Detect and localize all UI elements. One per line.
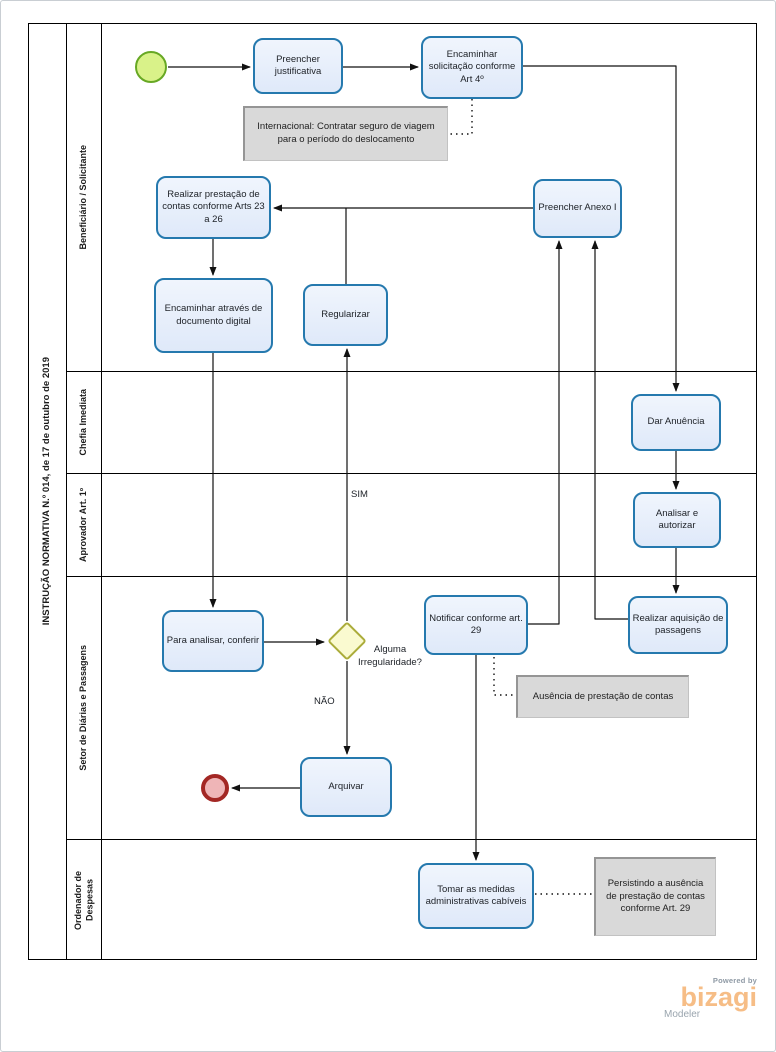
lane-beneficiario-label: Beneficiário / Solicitante [78,144,89,250]
pool-title-divider [66,23,67,960]
lane-chefia[interactable]: Chefia Imediata [67,371,101,473]
pool-title-label: INSTRUÇÃO NORMATIVA N.º 014, de 17 de ou… [41,357,53,626]
task-label: Preencher Anexo I [538,202,617,214]
task-label: Regularizar [321,308,370,320]
lane-divider-1 [66,371,757,372]
gateway-yes-label: SIM [351,489,368,500]
bizagi-logo: Powered by bizagi Modeler [661,976,757,1020]
annotation-text: Ausência de prestação de contas [532,690,674,702]
lane-aprovador[interactable]: Aprovador Art. 1º [67,473,101,576]
task-notificar[interactable]: Notificar conforme art. 29 [424,595,528,655]
task-label: Realizar prestação de contas conforme Ar… [162,188,265,225]
start-event[interactable] [135,51,167,83]
modeler-text: Modeler [664,1008,701,1020]
task-label: Encaminhar solicitação conforme Art 4º [428,48,516,85]
task-encaminhar-solicitacao[interactable]: Encaminhar solicitação conforme Art 4º [421,36,523,99]
task-encaminhar-documento[interactable]: Encaminhar através de documento digital [154,278,273,353]
task-label: Preencher justificativa [274,53,322,77]
task-label: Analisar e autorizar [655,507,699,531]
lane-setor-diarias-label: Setor de Diárias e Passagens [78,644,89,771]
task-label: Arquivar [328,780,364,792]
pool-border [28,23,757,960]
lane-ordenador[interactable]: Ordenador de Despesas [67,839,101,960]
task-label: Para analisar, conferir [166,634,260,646]
end-event[interactable] [201,774,229,802]
lane-setor-diarias[interactable]: Setor de Diárias e Passagens [67,576,101,839]
lane-divider-2 [66,473,757,474]
annotation-persistindo[interactable]: Persistindo a ausência de prestação de c… [594,857,716,936]
task-label: Realizar aquisição de passagens [632,612,724,636]
task-realizar-prestacao[interactable]: Realizar prestação de contas conforme Ar… [156,176,271,239]
annotation-text: Internacional: Contratar seguro de viage… [257,121,435,145]
task-dar-anuencia[interactable]: Dar Anuência [631,394,721,451]
gateway-no-label: NÃO [314,696,335,707]
task-label: Notificar conforme art. 29 [429,612,523,636]
task-para-analisar[interactable]: Para analisar, conferir [162,610,264,672]
task-preencher-anexo[interactable]: Preencher Anexo I [533,179,622,238]
lane-label-divider [101,23,102,960]
task-analisar-autorizar[interactable]: Analisar e autorizar [633,492,721,548]
bizagi-brand-text: bizagi [680,982,757,1012]
task-label: Tomar as medidas administrativas cabívei… [425,883,527,907]
gateway-label: Alguma Irregularidade? [358,644,422,668]
lane-ordenador-label: Ordenador de Despesas [72,870,94,930]
pool-title[interactable]: INSTRUÇÃO NORMATIVA N.º 014, de 17 de ou… [28,23,66,960]
task-label: Encaminhar através de documento digital [164,303,263,327]
task-tomar-medidas[interactable]: Tomar as medidas administrativas cabívei… [418,863,534,929]
task-arquivar[interactable]: Arquivar [300,757,392,817]
powered-by-text: Powered by [712,976,757,985]
task-label: Dar Anuência [647,416,705,428]
task-regularizar[interactable]: Regularizar [303,284,388,346]
task-realizar-aquisicao[interactable]: Realizar aquisição de passagens [628,596,728,654]
annotation-ausencia[interactable]: Ausência de prestação de contas [516,675,689,718]
lane-divider-3 [66,576,757,577]
task-preencher-justificativa[interactable]: Preencher justificativa [253,38,343,94]
lane-aprovador-label: Aprovador Art. 1º [78,487,89,562]
annotation-text: Persistindo a ausência de prestação de c… [606,877,705,915]
annotation-internacional[interactable]: Internacional: Contratar seguro de viage… [243,106,448,161]
lane-divider-4 [66,839,757,840]
lane-chefia-label: Chefia Imediata [78,388,89,456]
lane-beneficiario[interactable]: Beneficiário / Solicitante [67,23,101,371]
